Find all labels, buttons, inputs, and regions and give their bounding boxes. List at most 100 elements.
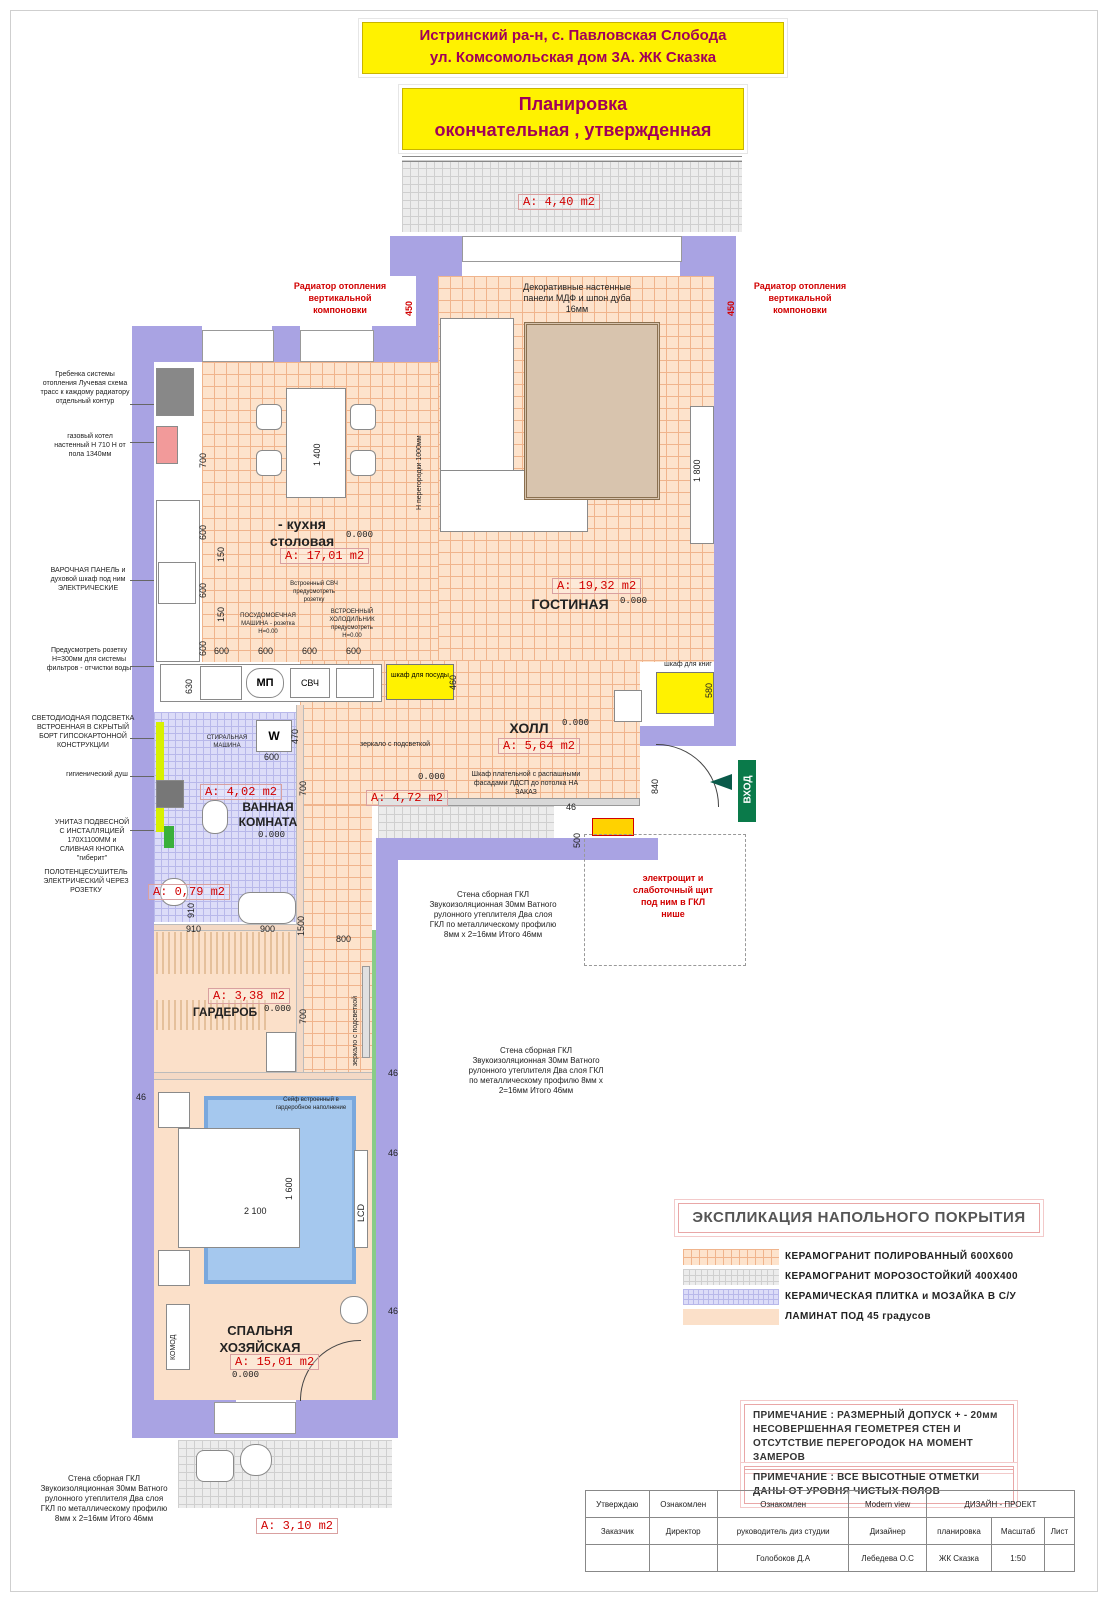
dishwasher-note: ПОСУДОМОЕЧНАЯ МАШИНА - розетка Н=0.00	[240, 613, 296, 635]
hygienic-shower-note: гигиенический душ	[66, 771, 128, 778]
towel-dryer	[164, 826, 174, 848]
stamp-cell: Лист	[1043, 1517, 1076, 1545]
dim-900: 900	[260, 924, 276, 934]
wc-area: A: 0,79 m2	[148, 884, 231, 900]
address-line1: Истринский ра-н, с. Павловская Слобода	[419, 27, 727, 44]
dim-600-c: 600	[198, 640, 208, 656]
bedroom-mark: 0.000	[232, 1370, 260, 1380]
bath-name-line1: ВАННАЯ	[242, 800, 294, 814]
dim-910-v: 910	[186, 902, 196, 918]
bedroom-area: A: 15,01 m2	[230, 1354, 320, 1370]
wall-gkl-note-3: Стена сборная ГКЛ Звукоизоляционная 30мм…	[40, 1474, 168, 1523]
bedroom-name: СПАЛЬНЯ ХОЗЯЙСКАЯ	[212, 1322, 308, 1356]
dim-630: 630	[184, 678, 194, 694]
legend-label: КЕРАМОГРАНИТ ПОЛИРОВАННЫЙ 600Х600	[785, 1251, 1014, 1262]
legend-swatch	[683, 1309, 779, 1325]
legend-label: КЕРАМОГРАНИТ МОРОЗОСТОЙКИЙ 400Х400	[785, 1271, 1018, 1282]
hall-name: ХОЛЛ	[509, 720, 549, 736]
kitchen-area: A: 17,01 m2	[280, 548, 370, 564]
legend-row: КЕРАМИЧЕСКАЯ ПЛИТКА и МОЗАЙКА В С/У	[683, 1288, 1035, 1306]
kitchen-name: - кухня столовая	[262, 516, 342, 550]
partition-height-note: Н перегородки 1000мм	[416, 435, 423, 510]
dim-1600: 1 600	[284, 1177, 294, 1200]
stamp-cell: 1:50	[991, 1544, 1045, 1572]
sheet-frame	[10, 10, 1098, 1592]
mp-appliance: МП	[246, 668, 284, 698]
wall-segment	[272, 326, 300, 362]
entrance-sign: ВХОД	[738, 760, 756, 822]
rug	[524, 322, 660, 500]
dining-table	[286, 388, 346, 498]
electrical-niche	[584, 834, 746, 966]
dim-600-washer: 600	[264, 752, 280, 762]
microwave-note: Встроенный СВЧ предусмотреть розетку	[290, 581, 338, 603]
window	[300, 330, 374, 362]
wall-gkl-note-1: Стена сборная ГКЛ Звукоизоляционная 30мм…	[429, 890, 557, 939]
dim-600-e: 600	[258, 646, 274, 656]
dim-150-a: 150	[216, 546, 226, 562]
legend-row: ЛАМИНАТ ПОД 45 градусов	[683, 1308, 1035, 1326]
bedroom-name-line2: ХОЗЯЙСКАЯ	[219, 1340, 301, 1355]
wall-segment	[640, 726, 736, 746]
wall-segment	[680, 236, 736, 276]
dim-800: 800	[336, 934, 352, 944]
window	[462, 236, 682, 262]
dim-700-kitchen: 700	[198, 452, 208, 468]
stamp-cell: ДИЗАЙН - ПРОЕКТ	[925, 1490, 1076, 1518]
wardrobe-name: ГАРДЕРОБ	[192, 1005, 258, 1019]
legend-label: ЛАМИНАТ ПОД 45 градусов	[785, 1311, 931, 1322]
wall-segment	[132, 326, 202, 362]
freezer	[336, 668, 374, 698]
dim-700-wardrobe: 700	[298, 1008, 308, 1024]
chair	[350, 450, 376, 476]
bathtub	[238, 892, 296, 924]
corridor-floor	[300, 805, 372, 1075]
hall-mark: 0.000	[562, 718, 590, 728]
dim-700-corridor: 700	[298, 780, 308, 796]
toilet	[202, 800, 228, 834]
plan-title-line2: окончательная , утвержденная	[434, 120, 712, 140]
fridge-note: ВСТРОЕННЫЙ ХОЛОДИЛЬНИК предусмотреть Н=0…	[329, 609, 375, 639]
gas-boiler	[156, 426, 178, 464]
bath-mark: 0.000	[258, 830, 286, 840]
dim-1800: 1 800	[692, 459, 702, 482]
title-block-row: Утверждаю Ознакомлен Ознакомлен Modern v…	[585, 1490, 1076, 1518]
balcony-top-area: A: 4,40 m2	[518, 194, 601, 210]
mirror-lit-note: зеркало с подсветкой	[359, 741, 431, 748]
decor-panels-note: Декоративные настенные панели МДФ и шпон…	[523, 282, 631, 314]
legend-row: КЕРАМОГРАНИТ МОРОЗОСТОЙКИЙ 400Х400	[683, 1268, 1035, 1286]
dim-460: 460	[448, 674, 458, 690]
entrance-label: ВХОД	[742, 775, 754, 804]
stamp-cell: Modern view	[848, 1490, 927, 1518]
sink	[200, 666, 242, 700]
mirror-vertical-note: зеркало с подсветкой	[352, 995, 359, 1066]
radiator-right-note: Радиатор отопления вертикальной компонов…	[753, 281, 847, 315]
legend-swatch	[683, 1269, 779, 1285]
dim-910-h: 910	[186, 924, 202, 934]
stamp-cell: планировка	[925, 1517, 993, 1545]
wardrobe-rails	[156, 932, 294, 974]
dim-46-gkl-a: 46	[388, 1068, 399, 1078]
partition-wall	[154, 1072, 376, 1080]
dim-600-d: 600	[214, 646, 230, 656]
wardrobe-mark: 0.000	[264, 1004, 292, 1014]
dim-150-b: 150	[216, 606, 226, 622]
wardrobe-rails	[156, 1000, 266, 1030]
boiler-note: газовый котел настенный Н 710 Н от пола …	[54, 433, 126, 458]
hall-pouf	[614, 690, 642, 722]
living-name: ГОСТИНАЯ	[531, 596, 609, 612]
dim-46-left: 46	[136, 1092, 147, 1102]
balcony-chair	[196, 1450, 234, 1482]
hob-note: ВАРОЧНАЯ ПАНЕЛЬ и духовой шкаф под ним Э…	[50, 567, 126, 592]
window	[214, 1402, 296, 1434]
stamp-cell: Заказчик	[585, 1517, 650, 1545]
balcony-bottom-area: A: 3,10 m2	[256, 1518, 339, 1534]
legend-swatch	[683, 1289, 779, 1305]
corridor-mark: 0.000	[418, 772, 446, 782]
towel-dryer-note: ПОЛОТЕНЦЕСУШИТЕЛЬ ЭЛЕКТРИЧЕСКИЙ ЧЕРЕЗ РО…	[43, 869, 129, 894]
partition-wall	[296, 705, 304, 1075]
hall-wardrobe-note: Шкаф плательной с распашными фасадами ЛД…	[471, 771, 581, 796]
dim-600-b: 600	[198, 582, 208, 598]
address-box: Истринский ра-н, с. Павловская Слобода у…	[362, 22, 784, 74]
stamp-cell: Дизайнер	[848, 1517, 927, 1545]
